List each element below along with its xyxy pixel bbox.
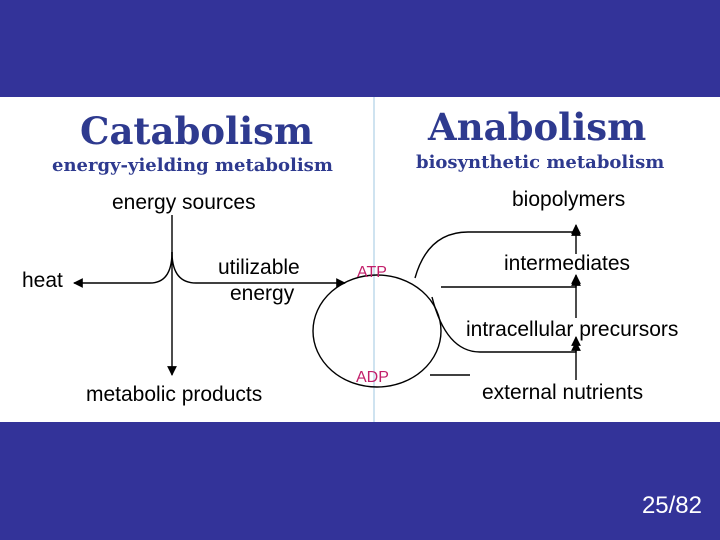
page-number: 25/82 [641, 492, 702, 519]
energy-sources-label: energy sources [112, 191, 256, 214]
atp-adp-cycle [312, 274, 442, 388]
to-biopolymers-arrow [414, 226, 581, 279]
center-divider [373, 97, 375, 422]
anabolism-subtitle: biosynthetic metabolism [416, 152, 665, 173]
utilizable-energy-arrow [171, 251, 346, 288]
catabolism-subtitle: energy-yielding metabolism [52, 155, 333, 176]
intermediates-label: intermediates [504, 252, 631, 275]
atp-label: ATP [357, 264, 387, 281]
atp-to-intermediates-arrow [441, 274, 581, 288]
metabolism-diagram [73, 215, 581, 388]
utilizable-label: utilizable [218, 256, 300, 279]
intracellular-precursors-label: intracellular precursors [466, 318, 679, 341]
adp-label: ADP [356, 369, 389, 386]
anabolism-title: Anabolism [428, 105, 647, 149]
diagram-panel: Catabolism energy-yielding metabolism An… [0, 97, 720, 422]
biopolymers-label: biopolymers [512, 188, 626, 211]
external-nutrients-label: external nutrients [482, 381, 644, 404]
metabolic-products-label: metabolic products [86, 383, 263, 406]
to-intracellular-arrow [431, 296, 581, 353]
catabolism-title: Catabolism [80, 109, 314, 153]
heat-label: heat [22, 269, 63, 292]
heat-arrow [73, 251, 173, 288]
energy-label: energy [230, 282, 295, 305]
